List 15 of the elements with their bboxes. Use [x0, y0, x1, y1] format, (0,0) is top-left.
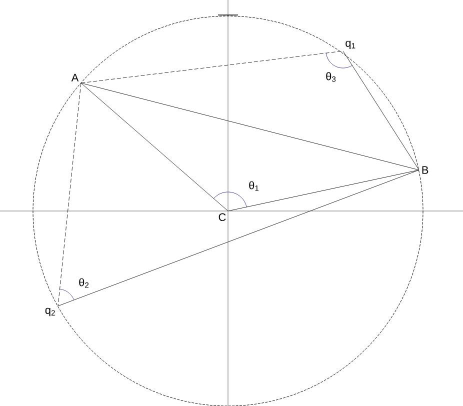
- line-segment: [80, 50, 344, 84]
- line-segment: [80, 82, 228, 212]
- line-segment: [58, 170, 420, 306]
- angle-label: θ$_{1}$: [249, 181, 259, 191]
- line-segment: [228, 170, 420, 212]
- line-segment: [342, 50, 420, 170]
- point-label: q$_{2}$: [45, 308, 55, 316]
- point-label: C: [218, 213, 226, 222]
- angle-label: θ$_{3}$: [326, 72, 336, 82]
- angle-label: θ$_{2}$: [79, 278, 89, 288]
- line-segment: [80, 82, 420, 170]
- line-segment: [58, 82, 82, 306]
- point-label: A: [71, 74, 79, 82]
- point-label: q$_{1}$: [346, 40, 356, 49]
- point-label: B: [422, 166, 428, 174]
